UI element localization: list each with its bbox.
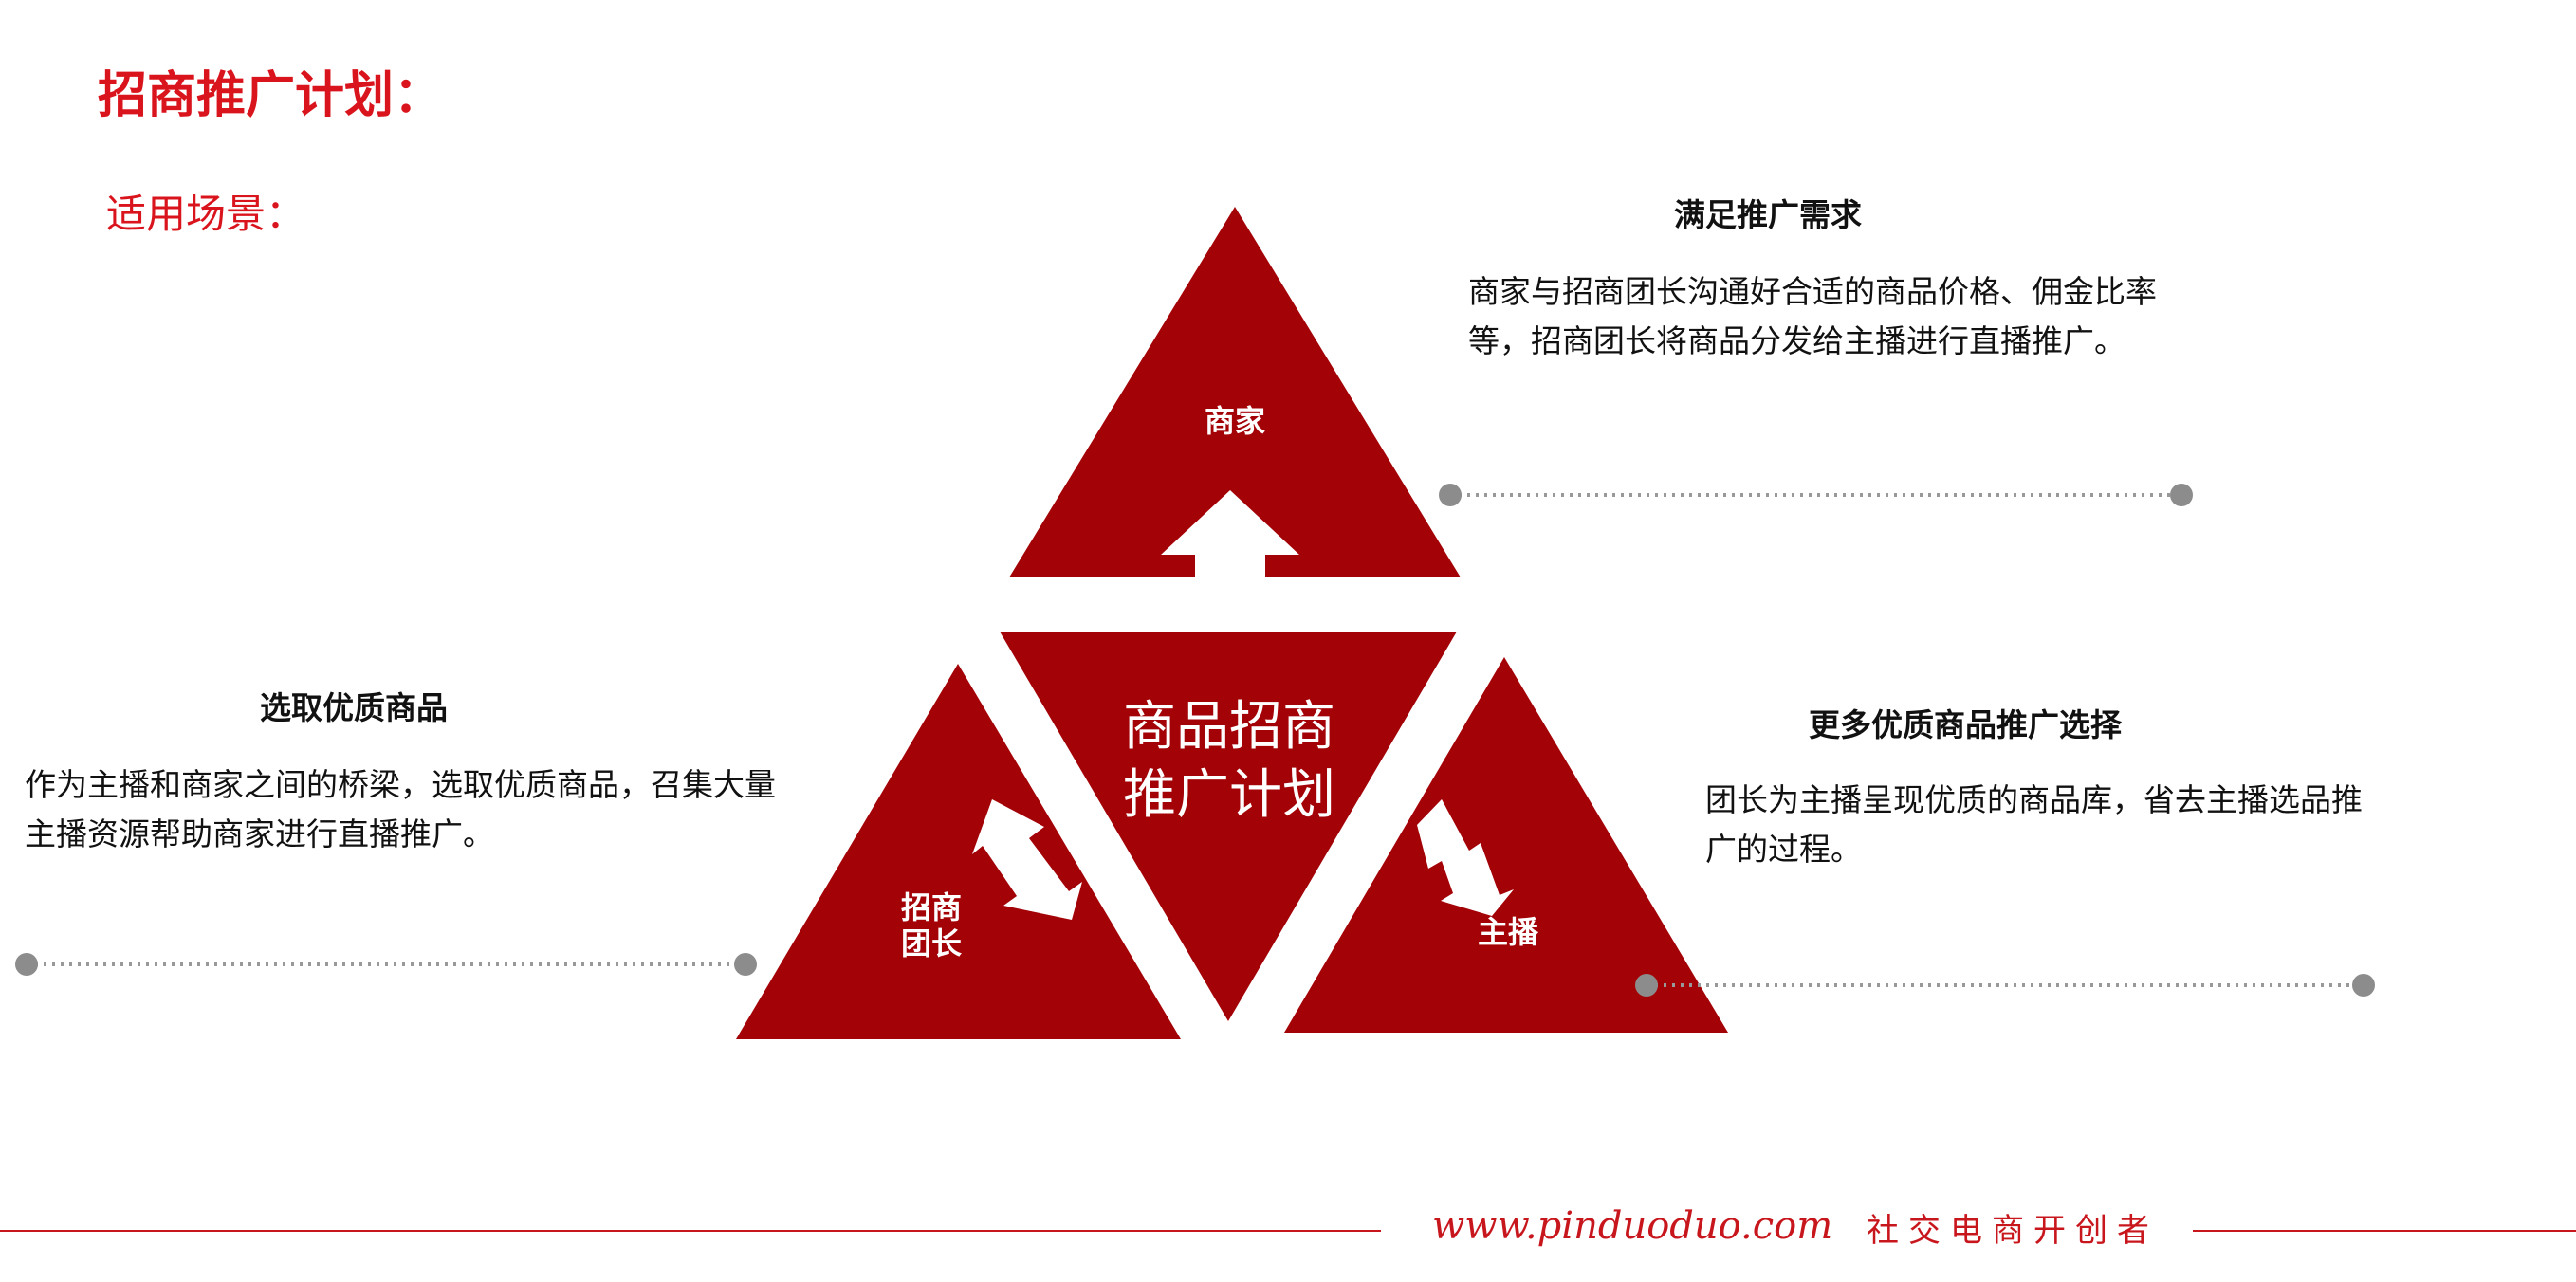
footer-url: www.pinduoduo.com bbox=[1432, 1204, 1833, 1248]
point-title-bottom-right: 更多优质商品推广选择 bbox=[1809, 706, 2122, 743]
group-leader-label-line2: 团长 bbox=[901, 925, 962, 962]
point-desc-bottom-right-line2: 广的过程。 bbox=[1705, 831, 1862, 868]
scenario-label: 适用场景： bbox=[106, 191, 306, 237]
point-desc-bottom-right: 团长为主播呈现优质的商品库，省去主播选品推 广的过程。 bbox=[1705, 776, 2464, 874]
bottom-right-connector-start-dot bbox=[1635, 974, 1658, 997]
center-label-line1: 商品招商 bbox=[1123, 696, 1335, 758]
point-title-left: 选取优质商品 bbox=[260, 689, 448, 726]
center-label-line2: 推广计划 bbox=[1123, 764, 1335, 826]
right-arrow-shape-icon bbox=[1417, 799, 1514, 916]
point-desc-top-right: 商家与招商团长沟通好合适的商品价格、佣金比率 等，招商团长将商品分发给主播进行直… bbox=[1468, 267, 2246, 366]
point-desc-left-line2: 主播资源帮助商家进行直播推广。 bbox=[25, 815, 494, 852]
left-connector-end-dot bbox=[734, 953, 757, 976]
group-leader-label-line1: 招商 bbox=[901, 889, 962, 925]
footer-slogan: 社交电商开创者 bbox=[1867, 1212, 2159, 1250]
top-connector-end-dot bbox=[2170, 484, 2193, 506]
point-desc-left: 作为主播和商家之间的桥梁，选取优质商品，召集大量 主播资源帮助商家进行直播推广。 bbox=[25, 760, 859, 859]
left-connector-start-dot bbox=[15, 953, 38, 976]
group-leader-triangle bbox=[736, 664, 1181, 1039]
point-desc-left-line1: 作为主播和商家之间的桥梁，选取优质商品，召集大量 bbox=[25, 766, 776, 803]
point-desc-top-right-line1: 商家与招商团长沟通好合适的商品价格、佣金比率 bbox=[1468, 273, 2157, 310]
top-connector-start-dot bbox=[1439, 484, 1462, 506]
center-triangle bbox=[1000, 632, 1457, 1021]
point-desc-bottom-right-line1: 团长为主播呈现优质的商品库，省去主播选品推 bbox=[1705, 781, 2363, 818]
merchant-label: 商家 bbox=[1205, 403, 1265, 439]
left-arrow-shape-icon bbox=[972, 799, 1082, 920]
point-desc-top-right-line2: 等，招商团长将商品分发给主播进行直播推广。 bbox=[1468, 322, 2125, 359]
up-arrow-icon bbox=[1161, 490, 1299, 577]
footer-right-line bbox=[2193, 1230, 2576, 1232]
point-title-top-right: 满足推广需求 bbox=[1674, 196, 1862, 233]
bottom-right-connector-end-dot bbox=[2352, 974, 2375, 997]
streamer-label: 主播 bbox=[1478, 914, 1539, 950]
streamer-triangle bbox=[1284, 657, 1728, 1033]
merchant-triangle bbox=[1009, 207, 1461, 577]
page-title: 招商推广计划： bbox=[98, 67, 444, 124]
footer-left-line bbox=[0, 1230, 1381, 1232]
